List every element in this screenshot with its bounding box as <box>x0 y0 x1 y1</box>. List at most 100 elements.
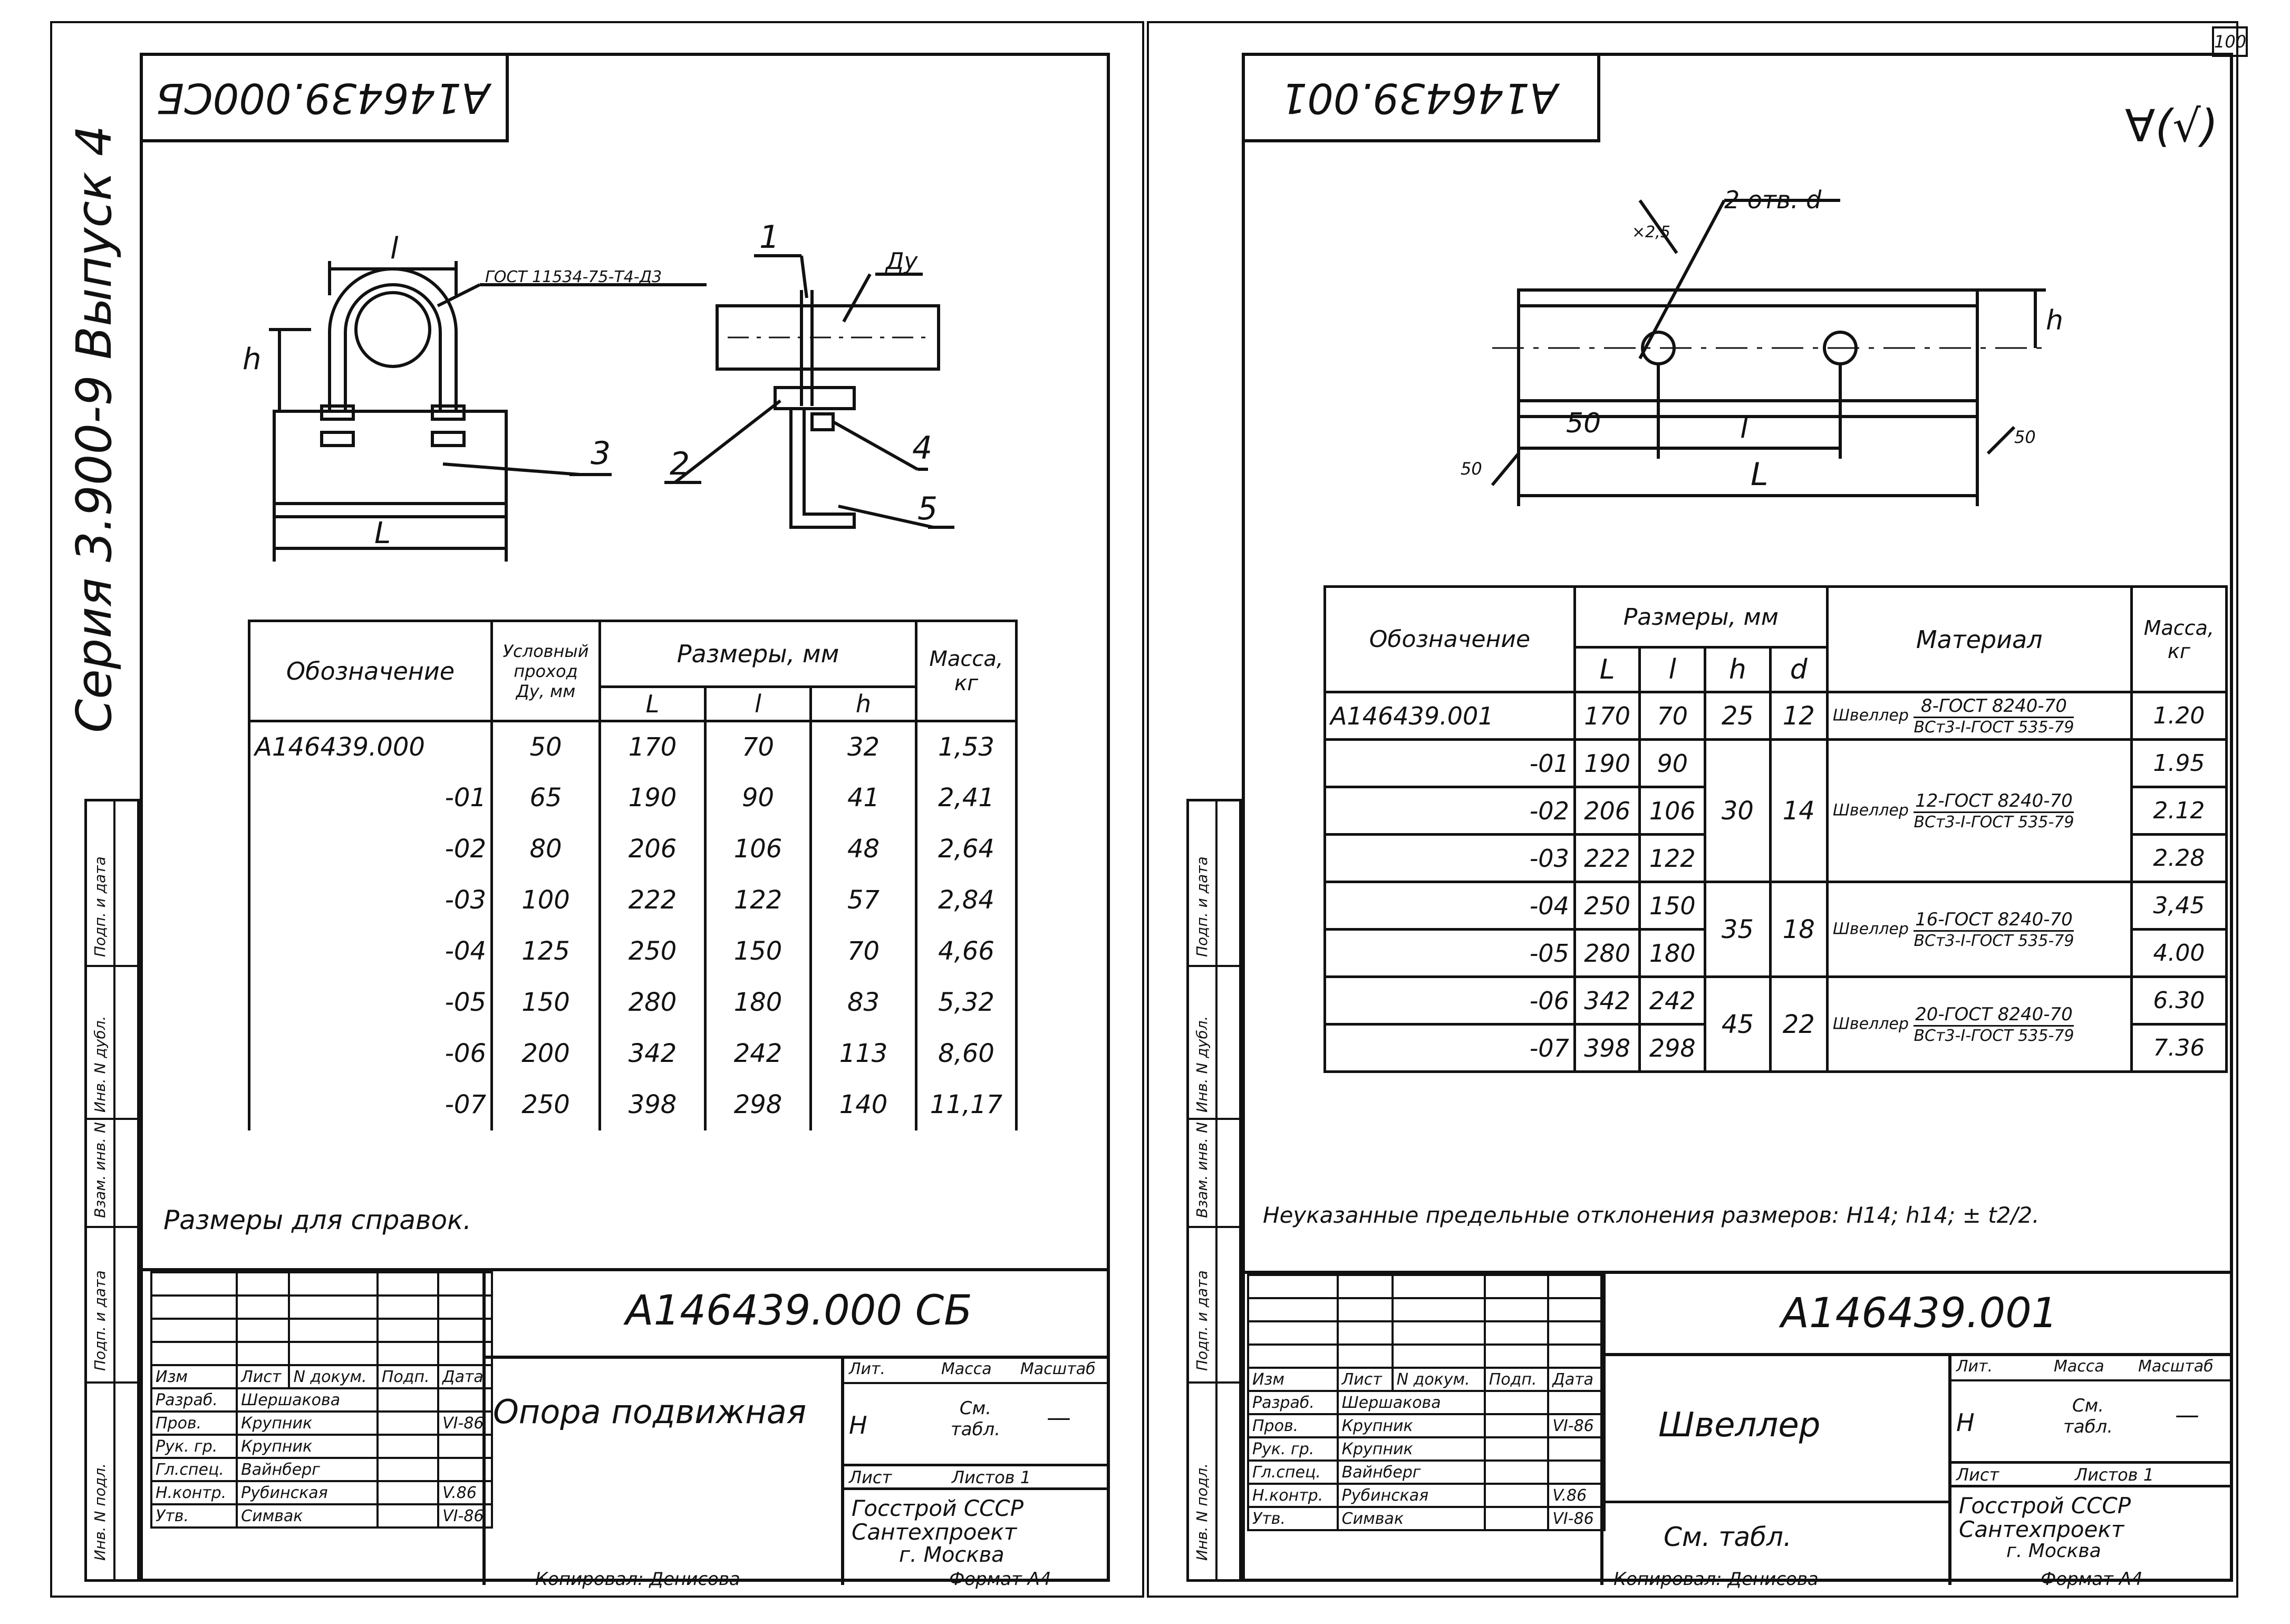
table-cell: -03 <box>1323 833 1576 883</box>
material-bottom: ВСт3-I-ГОСТ 535-79 <box>1914 1026 2074 1045</box>
sheet-number: 100 <box>2212 26 2248 57</box>
table-cell: 4.00 <box>2130 928 2228 978</box>
th-mass: Масса, кг <box>915 620 1018 722</box>
table-cell: 180 <box>1638 928 1707 978</box>
callout-1: 1 <box>759 219 779 256</box>
material-prefix: Швеллер <box>1832 706 1909 724</box>
table-cell: 180 <box>704 977 812 1028</box>
right-dim-L-label: L <box>1751 456 1768 493</box>
table-cell: 298 <box>704 1079 812 1130</box>
th-L: L <box>598 685 707 722</box>
th-l: l <box>704 685 812 722</box>
table-cell: 222 <box>598 874 707 926</box>
table-cell: -02 <box>1323 786 1576 836</box>
table-cell: 280 <box>1573 928 1641 978</box>
right-tb-org-1: Госстрой СССР <box>1959 1493 2131 1519</box>
table-cell: 125 <box>490 925 601 977</box>
callout-4: 4 <box>912 430 932 467</box>
table-cell: 65 <box>490 772 601 824</box>
left-tb-mass-label: Масса <box>941 1360 992 1378</box>
gost-leader-label: ГОСТ 11534-75-Т4-Д3 <box>485 268 662 286</box>
right-tb-code: А146439.001 <box>1781 1290 2058 1337</box>
left-designation: А146439.000СБ <box>156 74 490 121</box>
dim-Dy-label: Ду <box>885 248 918 275</box>
table-cell: -01 <box>1323 738 1576 788</box>
table-cell: 32 <box>809 721 917 772</box>
rth-mass: Масса, кг <box>2130 585 2228 693</box>
dim-L-label: L <box>374 516 391 550</box>
table-cell: 48 <box>809 823 917 875</box>
table-cell: 11,17 <box>915 1079 1018 1130</box>
table-cell: 150 <box>1638 881 1707 931</box>
table-cell: 57 <box>809 874 917 926</box>
series-label: Серия 3.900-9 Выпуск 4 <box>66 125 122 733</box>
table-cell: 80 <box>490 823 601 875</box>
right-tb-mass-value: См. табл. <box>2063 1395 2113 1437</box>
cut-50-left: 50 <box>1461 459 1482 479</box>
dim-50-label: 50 <box>1566 408 1601 439</box>
left-inner-frame <box>140 53 1110 1582</box>
left-side-stamps: Инв. N подл. Подп. и дата Взам. инв. N И… <box>84 799 140 1582</box>
table-cell: 342 <box>1573 975 1641 1026</box>
right-format: Формат А4 <box>2041 1569 2143 1590</box>
left-tb-sheets-label: Листов 1 <box>952 1467 1031 1487</box>
left-tb-org-3: г. Москва <box>899 1543 1004 1567</box>
channel-drawing: 2 отв. d ×2,5 50 l L h 50 50 <box>1461 186 2063 506</box>
left-format: Формат А4 <box>949 1569 1051 1590</box>
table-cell: 4,66 <box>915 925 1018 977</box>
table-cell: 190 <box>598 772 707 824</box>
table-cell: 18 <box>1769 881 1829 978</box>
left-assembly-drawing: l h L ГОСТ 11534-75-Т4-Д3 Ду 3 1 2 4 5 <box>243 219 954 562</box>
right-tb-sheet-label: Лист <box>1956 1465 1999 1485</box>
left-tb-mass-value: См. табл. <box>950 1398 1001 1440</box>
table-cell: 2.28 <box>2130 833 2228 883</box>
table-cell: -03 <box>248 874 493 926</box>
callout-5: 5 <box>917 490 938 527</box>
table-cell: 206 <box>598 823 707 875</box>
table-cell: 5,32 <box>915 977 1018 1028</box>
table-cell: 45 <box>1704 975 1772 1073</box>
table-cell: 150 <box>704 925 812 977</box>
chamfer-label: ×2,5 <box>1632 223 1670 241</box>
table-cell: -05 <box>248 977 493 1028</box>
outer-border-left <box>50 21 1144 1598</box>
rth-designation: Обозначение <box>1323 585 1576 693</box>
table-cell: -07 <box>248 1079 493 1130</box>
rth-material: Материал <box>1825 585 2133 693</box>
table-cell: 83 <box>809 977 917 1028</box>
left-tb-code: А146439.000 СБ <box>625 1287 972 1335</box>
table-cell: 3,45 <box>2130 881 2228 931</box>
left-tb-lit-value: Н <box>849 1411 867 1439</box>
left-tb-scale-label: Масштаб <box>1020 1360 1096 1378</box>
table-cell: 106 <box>704 823 812 875</box>
material-prefix: Швеллер <box>1832 801 1909 819</box>
right-copied: Копировал: Денисова <box>1613 1569 1819 1590</box>
table-cell: -06 <box>248 1028 493 1079</box>
table-cell: 122 <box>1638 833 1707 883</box>
table-cell: 22 <box>1769 975 1829 1073</box>
left-copied: Копировал: Денисова <box>535 1569 740 1590</box>
table-cell: 250 <box>598 925 707 977</box>
table-cell: 298 <box>1638 1023 1707 1073</box>
right-dim-h-label: h <box>2046 305 2063 336</box>
table-cell: 70 <box>809 925 917 977</box>
table-cell: 100 <box>490 874 601 926</box>
table-cell: 106 <box>1638 786 1707 836</box>
table-cell: 398 <box>598 1079 707 1130</box>
cut-50-right: 50 <box>2014 427 2036 447</box>
table-cell: 140 <box>809 1079 917 1130</box>
material-top: 16-ГОСТ 8240-70 <box>1914 909 2074 932</box>
table-cell: 1,53 <box>915 721 1018 772</box>
